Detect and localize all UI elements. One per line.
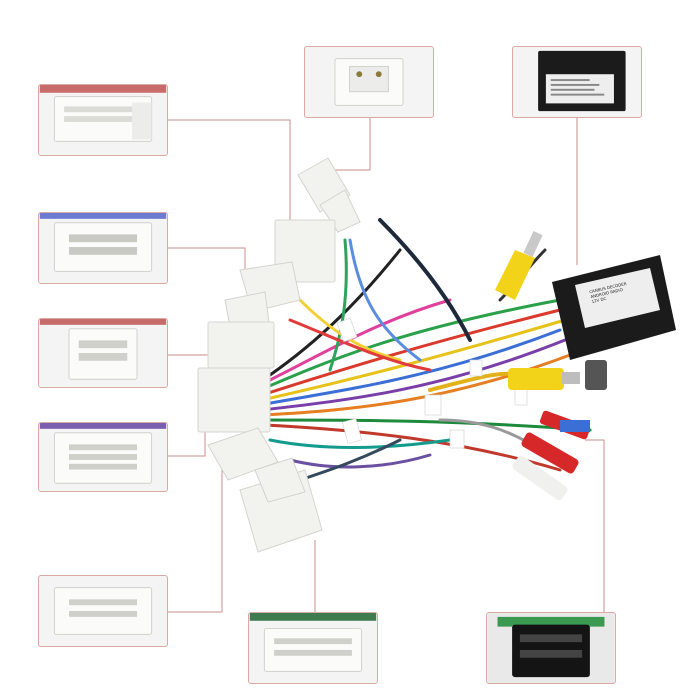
harness-connectors — [197, 157, 361, 553]
callout-connector-5 — [38, 575, 168, 647]
wire-labels — [336, 317, 528, 449]
leader-lines — [168, 117, 605, 613]
callout-connector-2 — [38, 212, 168, 284]
callout-connector-top — [304, 46, 434, 118]
callout-connector-bottom — [248, 612, 378, 684]
callout-connector-1 — [38, 84, 168, 156]
callout-module-box — [512, 46, 642, 118]
canbus-box — [552, 255, 676, 360]
callout-iso-plug — [486, 612, 616, 684]
callout-connector-4 — [38, 422, 168, 492]
rca-connectors — [495, 231, 607, 501]
callout-connector-3 — [38, 318, 168, 388]
